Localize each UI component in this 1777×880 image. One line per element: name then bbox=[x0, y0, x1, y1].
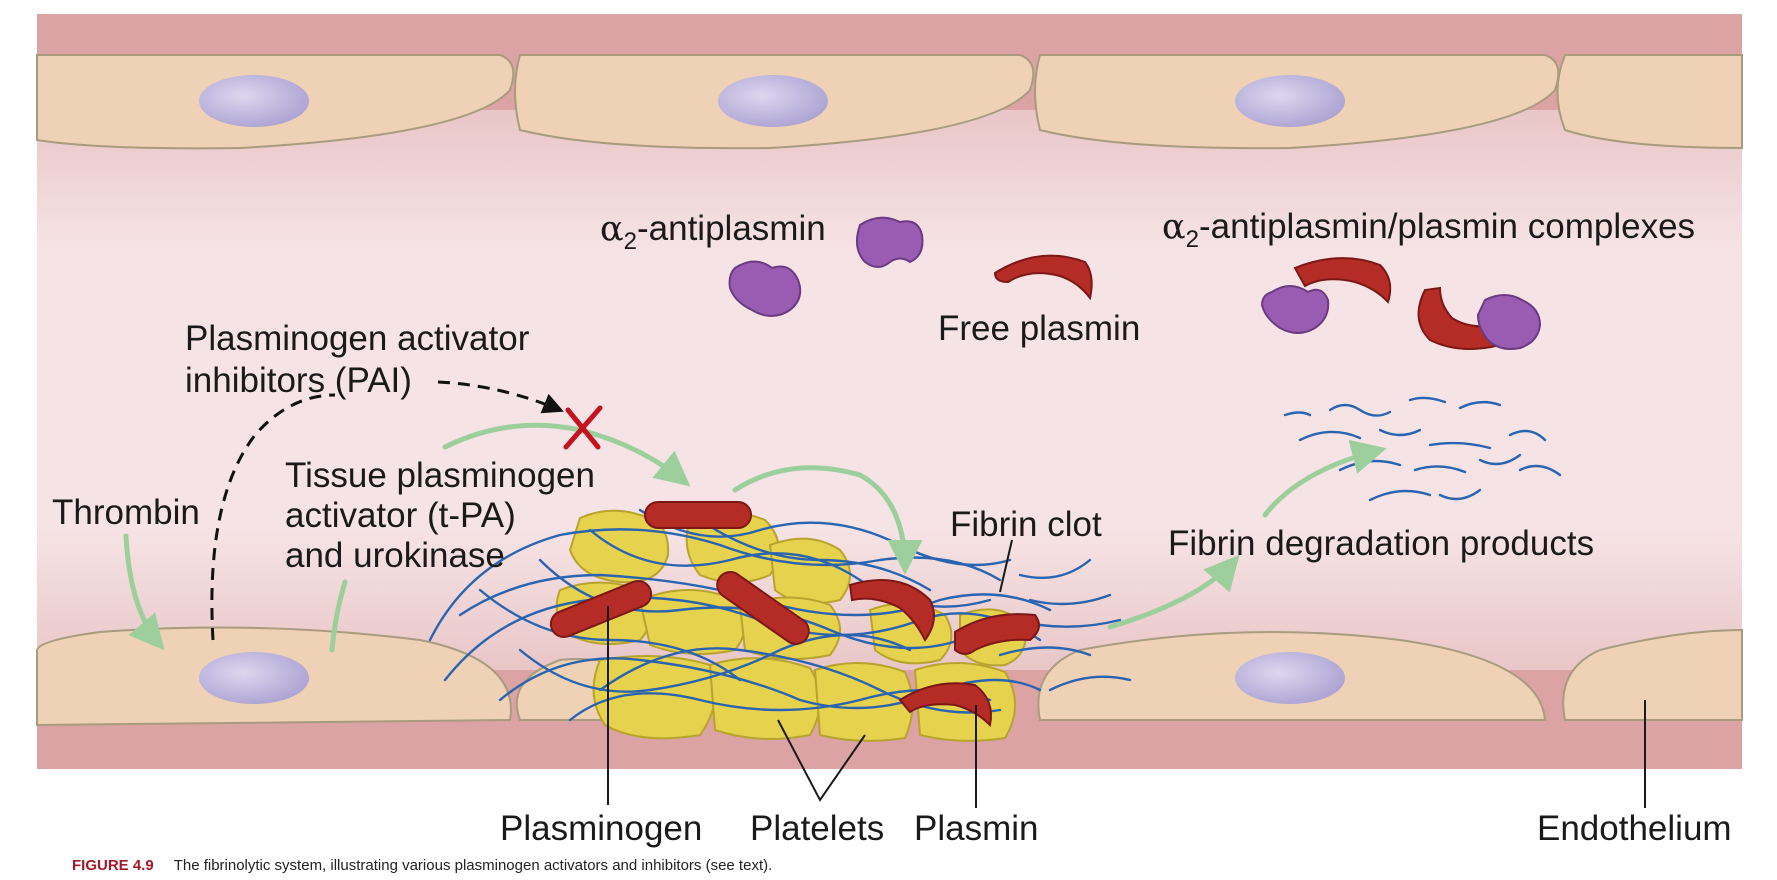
thrombin-arrow bbox=[123, 533, 165, 651]
fibrin-degradation-arrow bbox=[1107, 554, 1240, 630]
platelet bbox=[813, 662, 914, 742]
pai-label-line1: Plasminogen activator bbox=[185, 319, 530, 358]
plasmin bbox=[848, 579, 935, 642]
thrombin-label: Thrombin bbox=[52, 493, 200, 532]
nuclei-top bbox=[199, 75, 1345, 127]
plasminogen-to-plasmin-arrow bbox=[732, 465, 923, 575]
plasminogen bbox=[549, 580, 653, 638]
free-plasmin-label: Free plasmin bbox=[938, 309, 1140, 348]
nucleus bbox=[1235, 75, 1345, 127]
tpa-label-line1: Tissue plasminogen bbox=[285, 456, 595, 495]
platelet bbox=[768, 537, 851, 605]
complexes-label: α2-antiplasmin/plasmin complexes bbox=[1162, 207, 1695, 253]
plasminogen bbox=[644, 501, 752, 529]
nucleus bbox=[718, 75, 828, 127]
complex-plasmin bbox=[1293, 257, 1392, 304]
platelets-label: Platelets bbox=[750, 809, 884, 848]
plasminogen bbox=[716, 571, 810, 645]
tpa-label-line2: activator (t-PA) bbox=[285, 496, 516, 535]
platelets-leader bbox=[777, 719, 866, 802]
plasmin-molecules bbox=[848, 254, 1506, 728]
plasminogen-label: Plasminogen bbox=[500, 809, 702, 848]
platelet bbox=[592, 655, 717, 740]
pai-dashed-arrow bbox=[437, 380, 564, 414]
nucleus bbox=[1235, 652, 1345, 704]
fibrin-clot-label: Fibrin clot bbox=[950, 505, 1102, 544]
vessel-lumen bbox=[37, 110, 1742, 670]
plasminogen-molecules bbox=[549, 501, 810, 645]
endothelium-label: Endothelium bbox=[1537, 809, 1732, 848]
plasmin bbox=[954, 613, 1040, 655]
inhibition-x bbox=[563, 405, 603, 450]
fdp-label: Fibrin degradation products bbox=[1168, 524, 1594, 563]
plasmin-label: Plasmin bbox=[914, 809, 1038, 848]
plasmin bbox=[898, 682, 992, 728]
fibrin-clot-leader bbox=[999, 539, 1013, 593]
antiplasmin bbox=[728, 260, 802, 317]
antiplasmin bbox=[855, 216, 924, 268]
pai-source-dashed-line bbox=[210, 393, 336, 641]
leader-lines bbox=[607, 539, 1646, 808]
complex-antiplasmin bbox=[1476, 294, 1542, 350]
complex-antiplasmin bbox=[1260, 285, 1330, 334]
antiplasmin-molecules bbox=[728, 216, 1542, 350]
pai-label-line2: inhibitors (PAI) bbox=[185, 361, 412, 400]
fibrin-degradation-fragments bbox=[1283, 396, 1562, 502]
fdp-release-arrow bbox=[1262, 439, 1387, 518]
nucleus bbox=[199, 652, 309, 704]
antiplasmin-label: α2-antiplasmin bbox=[600, 209, 826, 255]
tpa-source-stub bbox=[329, 579, 348, 653]
nucleus bbox=[199, 75, 309, 127]
free-plasmin bbox=[993, 254, 1093, 301]
nuclei-bottom bbox=[199, 652, 1345, 704]
tpa-label-line3: and urokinase bbox=[285, 536, 505, 575]
